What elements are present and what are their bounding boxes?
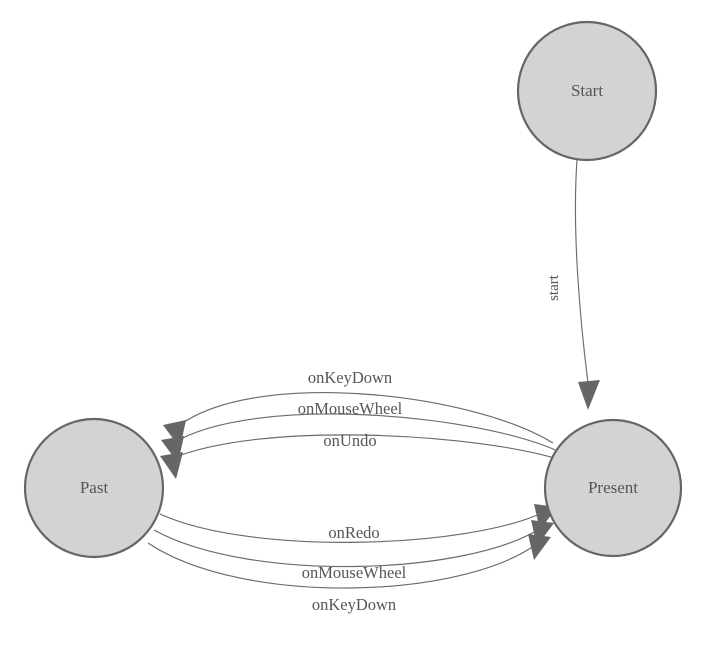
edge-label-present-past-keydown: onKeyDown bbox=[308, 368, 392, 387]
node-start-circle bbox=[516, 20, 658, 162]
edge-path-past-present-keydown bbox=[147, 542, 539, 589]
edge-present-to-past-onundo[interactable]: onUndo bbox=[160, 431, 565, 479]
node-past[interactable]: Past bbox=[23, 417, 165, 559]
edge-path-past-present-redo bbox=[159, 511, 545, 543]
node-present[interactable]: Present bbox=[543, 418, 683, 558]
edge-past-to-present-onredo[interactable]: onRedo bbox=[159, 504, 557, 543]
edge-label-past-present-mousewheel: onMouseWheel bbox=[302, 563, 407, 582]
edge-label-present-past-mousewheel: onMouseWheel bbox=[298, 399, 403, 418]
edge-path-present-past-undo bbox=[170, 434, 565, 462]
edge-label-past-present-keydown: onKeyDown bbox=[312, 595, 396, 614]
edge-past-to-present-onkeydown[interactable]: onKeyDown bbox=[147, 534, 551, 614]
node-past-label: Past bbox=[80, 478, 109, 497]
node-present-circle bbox=[543, 418, 683, 558]
arrowhead-present-keydown bbox=[528, 534, 551, 560]
node-past-circle bbox=[23, 417, 165, 559]
node-start-label: Start bbox=[571, 81, 603, 100]
edge-path-start-present bbox=[574, 159, 589, 384]
edge-label-start: start bbox=[546, 274, 562, 301]
edge-label-present-past-undo: onUndo bbox=[323, 431, 376, 450]
edge-label-past-present-redo: onRedo bbox=[328, 523, 379, 542]
node-present-label: Present bbox=[588, 478, 638, 497]
arrowhead-past-undo bbox=[160, 452, 183, 479]
edge-path-past-present-mousewheel bbox=[153, 527, 542, 568]
node-start[interactable]: Start bbox=[516, 20, 658, 162]
edge-path-present-past-keydown bbox=[175, 392, 554, 444]
edge-path-present-past-mousewheel bbox=[172, 413, 561, 453]
arrowhead-present-top bbox=[578, 380, 600, 410]
edge-start-to-present[interactable]: start bbox=[546, 159, 600, 410]
